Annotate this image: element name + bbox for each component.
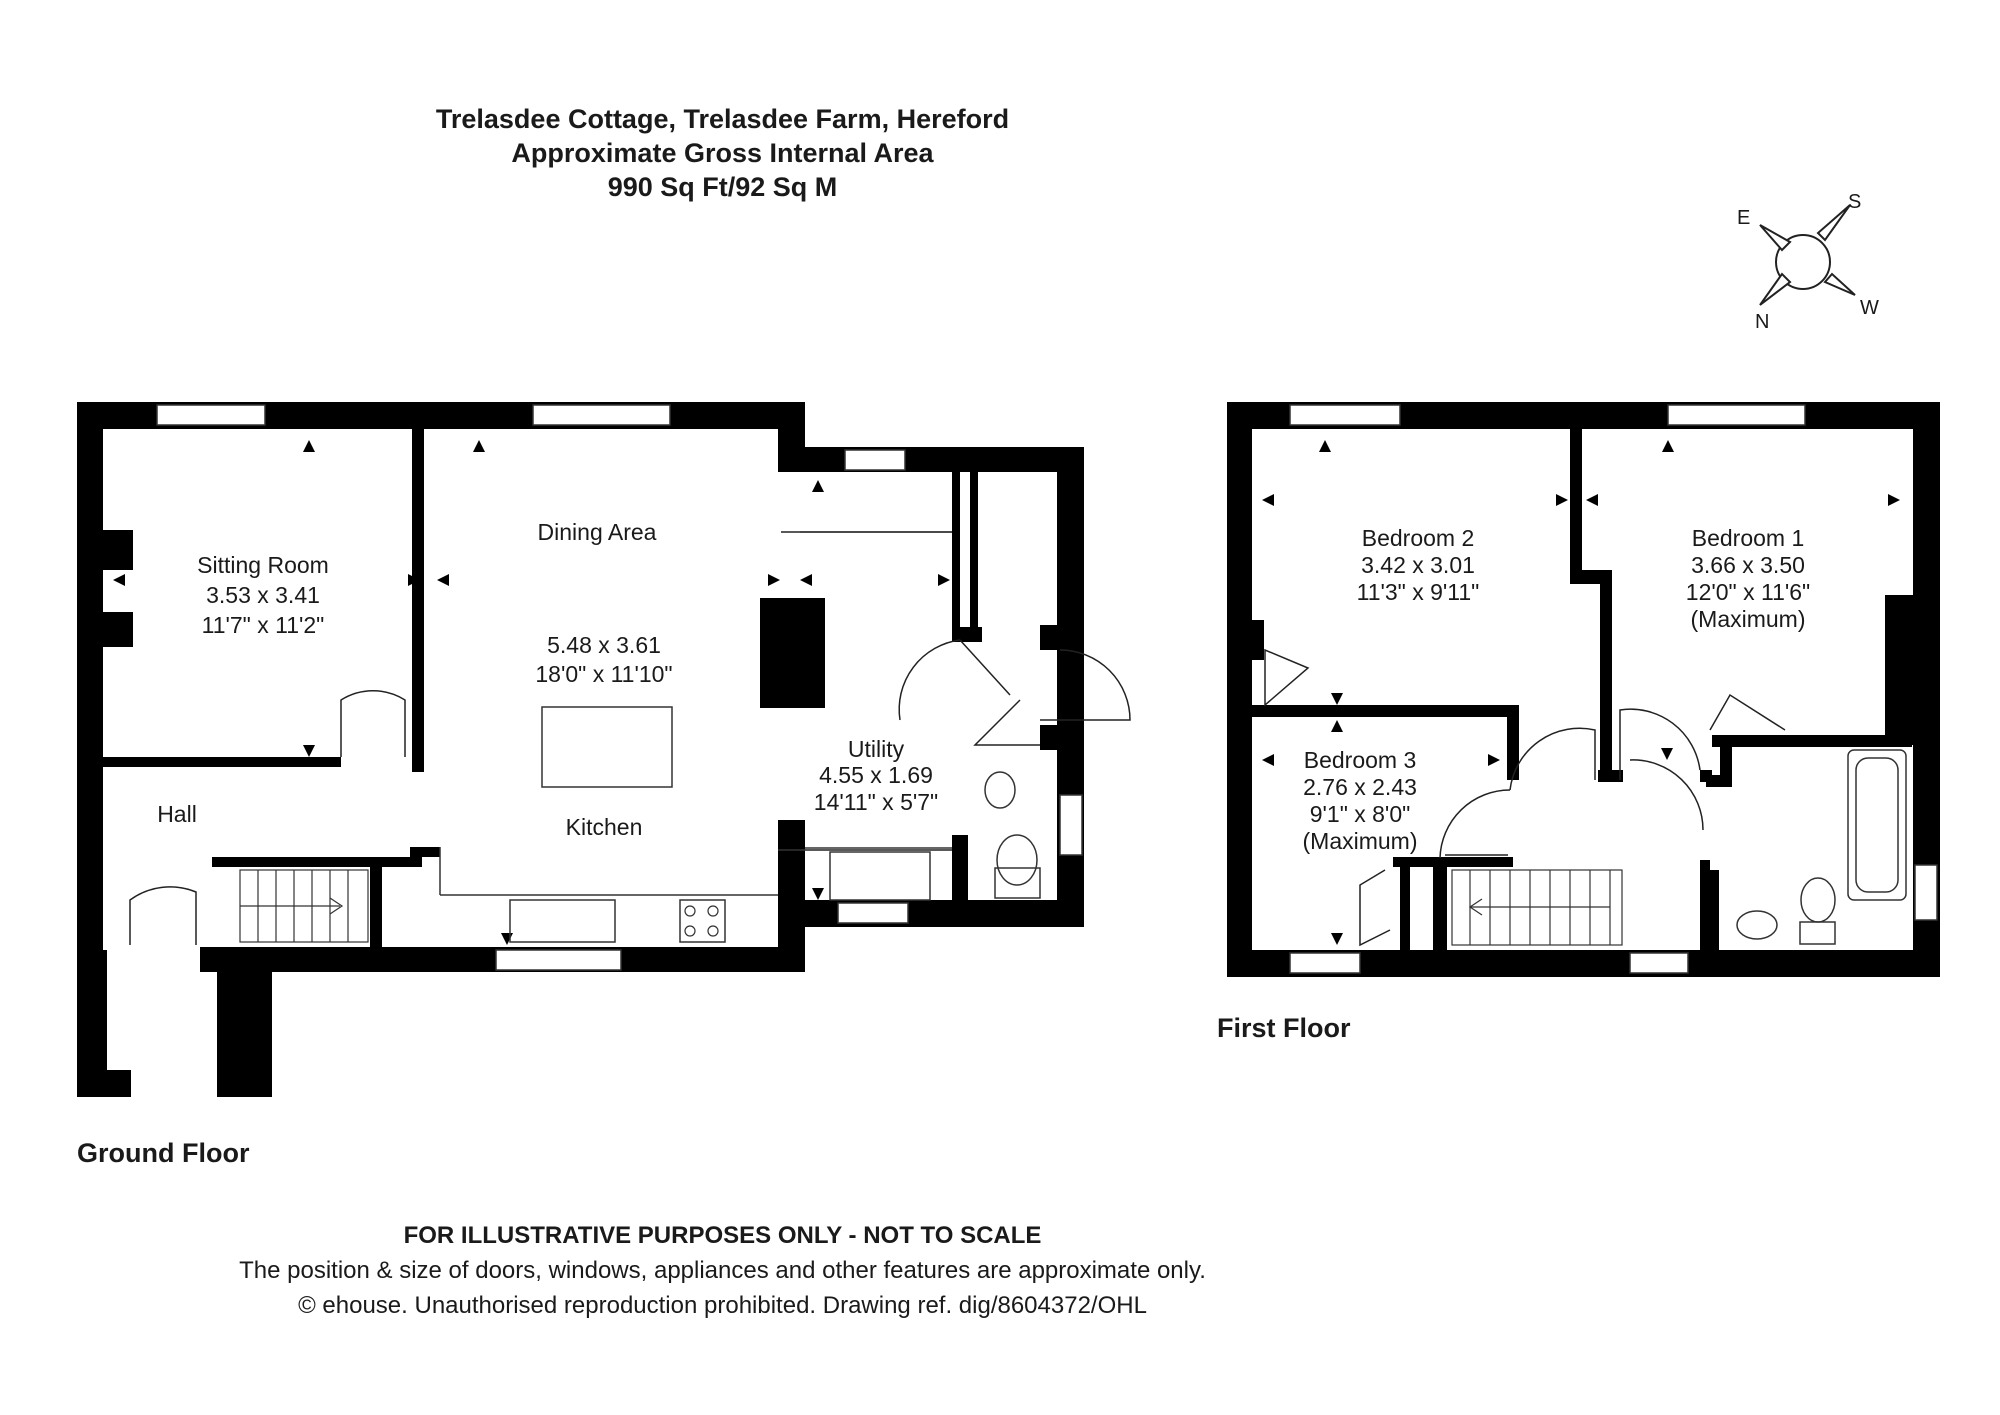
plan-header: Trelasdee Cottage, Trelasdee Farm, Heref… — [0, 102, 1445, 204]
compass-icon — [1759, 204, 1856, 306]
disclaimer-text: FOR ILLUSTRATIVE PURPOSES ONLY - NOT TO … — [403, 1222, 1042, 1249]
ground-floor-arrows — [113, 440, 950, 945]
plan-subtitle: Approximate Gross Internal Area — [511, 138, 934, 168]
plan-area: 990 Sq Ft/92 Sq M — [607, 172, 838, 202]
utility-name: Utility — [848, 736, 905, 762]
bedroom2-name: Bedroom 2 — [1362, 525, 1475, 551]
dining-area-metric: 5.48 x 3.61 — [547, 632, 661, 658]
bedroom3-imperial: 9'1" x 8'0" — [1310, 801, 1411, 827]
plan-title: Trelasdee Cottage, Trelasdee Farm, Heref… — [435, 104, 1010, 134]
ground-floor-windows — [156, 404, 1083, 971]
copyright-text: © ehouse. Unauthorised reproduction proh… — [298, 1292, 1147, 1319]
ground-floor-label: Ground Floor — [77, 1138, 250, 1168]
plan-footer: FOR ILLUSTRATIVE PURPOSES ONLY - NOT TO … — [0, 1218, 1445, 1323]
first-floor-label: First Floor — [1217, 1013, 1351, 1043]
ground-floor-walls — [77, 402, 1084, 1097]
utility-metric: 4.55 x 1.69 — [819, 762, 933, 788]
first-floor-stairs — [1451, 869, 1623, 946]
bedroom3-note: (Maximum) — [1303, 828, 1418, 854]
bedroom3-name: Bedroom 3 — [1304, 747, 1417, 773]
dining-area-name: Dining Area — [538, 519, 657, 545]
bedroom2-metric: 3.42 x 3.01 — [1361, 552, 1475, 578]
bathroom-fittings — [1736, 749, 1907, 945]
hall-name: Hall — [157, 801, 197, 827]
sitting-room-name: Sitting Room — [197, 552, 329, 578]
sitting-room-metric: 3.53 x 3.41 — [206, 582, 320, 608]
kitchen-hob-icon — [684, 905, 719, 937]
first-floor-walls — [1227, 402, 1940, 977]
compass-e: E — [1737, 207, 1750, 229]
first-floor-doors — [1264, 648, 1786, 947]
kitchen-name: Kitchen — [566, 814, 643, 840]
ground-stairs — [239, 869, 369, 943]
compass-w: W — [1860, 297, 1879, 319]
kitchen-fittings — [439, 531, 1041, 943]
bedroom1-imperial: 12'0" x 11'6" — [1686, 579, 1810, 605]
bedroom1-note: (Maximum) — [1691, 606, 1806, 632]
bedroom1-metric: 3.66 x 3.50 — [1691, 552, 1805, 578]
sitting-room-imperial: 11'7" x 11'2" — [202, 612, 325, 638]
utility-imperial: 14'11" x 5'7" — [814, 789, 938, 815]
ground-floor-plan — [77, 402, 1131, 1097]
first-floor-plan — [1227, 402, 1940, 977]
approximation-note: The position & size of doors, windows, a… — [239, 1257, 1206, 1284]
first-floor-windows — [1289, 404, 1938, 974]
bedroom3-metric: 2.76 x 2.43 — [1303, 774, 1417, 800]
bedroom1-name: Bedroom 1 — [1692, 525, 1805, 551]
compass-n: N — [1755, 311, 1769, 333]
bedroom2-imperial: 11'3" x 9'11" — [1357, 579, 1480, 605]
dining-area-imperial: 18'0" x 11'10" — [535, 661, 672, 687]
compass-s: S — [1848, 191, 1861, 213]
first-floor-arrows — [1262, 440, 1900, 945]
